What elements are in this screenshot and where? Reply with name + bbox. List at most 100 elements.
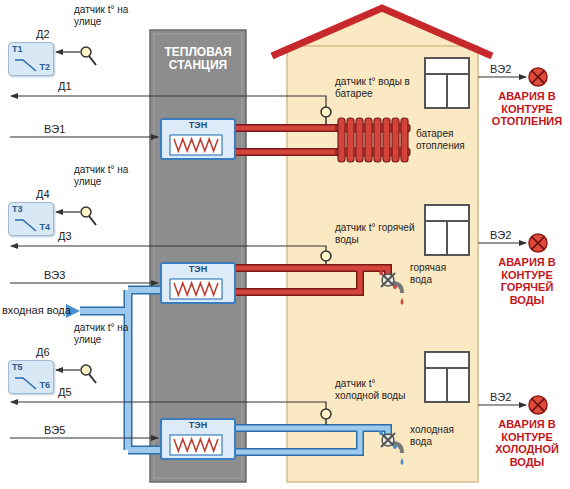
heater-box: ТЭН (160, 262, 236, 304)
tap (379, 431, 404, 465)
house (272, 8, 492, 482)
heater-element (170, 135, 222, 155)
radiator (392, 118, 399, 162)
alarm-lamp (529, 234, 547, 252)
signal-name: ВЭ2 (490, 229, 511, 242)
note-label: батарея отопления (416, 128, 476, 151)
signal-name: Д5 (58, 386, 72, 399)
note-label: датчик t° воды в батарее (335, 76, 415, 99)
temperature-label: T6 (39, 381, 50, 391)
signal-line (56, 369, 80, 370)
controller-box: T1T2 (8, 42, 54, 76)
signal-name: Д6 (36, 346, 50, 359)
controller-box: T3T4 (8, 202, 54, 236)
sensor-symbol (81, 47, 331, 425)
sensor-symbol (81, 365, 91, 375)
hot-pipe (232, 128, 338, 152)
controller-box: T5T6 (8, 360, 54, 394)
signal-name: ВЭ1 (44, 123, 65, 136)
radiator (374, 118, 381, 162)
signal-line (11, 402, 326, 409)
signal-line (10, 52, 526, 438)
tap (379, 431, 383, 435)
tap (393, 285, 397, 289)
radiator (356, 118, 363, 162)
heater-box: ТЭН (160, 118, 236, 160)
temperature-label: T3 (12, 205, 23, 215)
signal-name: ВЭ5 (44, 424, 65, 437)
radiator (365, 118, 372, 162)
tap (401, 458, 404, 465)
station-title: ТЕПЛОВАЯ СТАНЦИЯ (154, 46, 242, 72)
house (272, 8, 492, 56)
characteristic-curve (15, 378, 36, 389)
temperature-label: T4 (39, 223, 50, 233)
radiator (338, 118, 345, 162)
heater-coil (174, 283, 218, 295)
tap (393, 445, 397, 449)
station-ground (150, 30, 246, 482)
signal-line (56, 211, 80, 212)
signal-name: ВЭ2 (490, 63, 511, 76)
heater-label: ТЭН (162, 121, 234, 131)
characteristic-curve (15, 220, 36, 231)
cold-pipe (66, 290, 160, 450)
temperature-label: T1 (12, 45, 23, 55)
tap (379, 271, 383, 275)
window (425, 58, 469, 402)
signal-line (10, 136, 158, 137)
tap (382, 274, 394, 286)
note-label: датчик t° горячей воды (335, 222, 415, 245)
heater-element (170, 279, 222, 299)
cold-pipe (80, 290, 160, 450)
cold-pipe (232, 428, 388, 452)
signal-line (478, 242, 526, 243)
alarm-text: АВАРИЯ В КОНТУРЕ ГОРЯЧЕЙ ВОДЫ (487, 256, 567, 307)
sensor-symbol (89, 56, 96, 65)
sensor-symbol (89, 216, 96, 225)
radiator (336, 118, 410, 162)
hot-pipe (232, 128, 338, 152)
temperature-label: T2 (39, 63, 50, 73)
note-label: датчик t° на улице (74, 322, 130, 345)
note-label: входная вода (2, 304, 71, 317)
alarm-text: АВАРИЯ В КОНТУРЕ ХОЛОДНОЙ ВОДЫ (487, 418, 567, 469)
alarm-lamp (532, 237, 544, 249)
alarm-text: АВАРИЯ В КОНТУРЕ ОТОПЛЕНИЯ (487, 90, 567, 128)
hot-pipe (232, 268, 388, 292)
heater-label: ТЭН (162, 265, 234, 275)
tap (381, 433, 395, 447)
window (446, 368, 448, 402)
heater-coil (174, 439, 218, 451)
tap (381, 273, 395, 287)
window (425, 58, 469, 108)
signal-line (11, 246, 326, 251)
heater-element (170, 435, 222, 455)
note-label: датчик t° на улице (74, 4, 130, 27)
sensor-symbol (325, 419, 327, 425)
signal-line (10, 437, 158, 438)
sensor-symbol (321, 409, 331, 419)
signal-line (11, 96, 326, 107)
sensor-symbol (321, 107, 331, 117)
cold-pipe (232, 428, 388, 452)
hot-pipe (232, 128, 338, 152)
cold-pipe (80, 290, 160, 450)
signal-name: Д1 (58, 80, 72, 93)
alarm-lamp (529, 396, 547, 414)
radiator (383, 118, 390, 162)
window (425, 352, 469, 402)
alarm-lamp (529, 68, 547, 86)
heater-coil (174, 139, 218, 151)
sensor-symbol (81, 207, 91, 217)
signal-line (56, 51, 80, 52)
heater-box: ТЭН (160, 418, 236, 460)
note-label: горячая вода (410, 262, 470, 285)
sensor-symbol (89, 374, 96, 383)
hot-pipe (232, 268, 388, 292)
alarm-lamp (532, 399, 544, 411)
signal-name: ВЭ3 (44, 269, 65, 282)
sensor-symbol (321, 251, 331, 261)
